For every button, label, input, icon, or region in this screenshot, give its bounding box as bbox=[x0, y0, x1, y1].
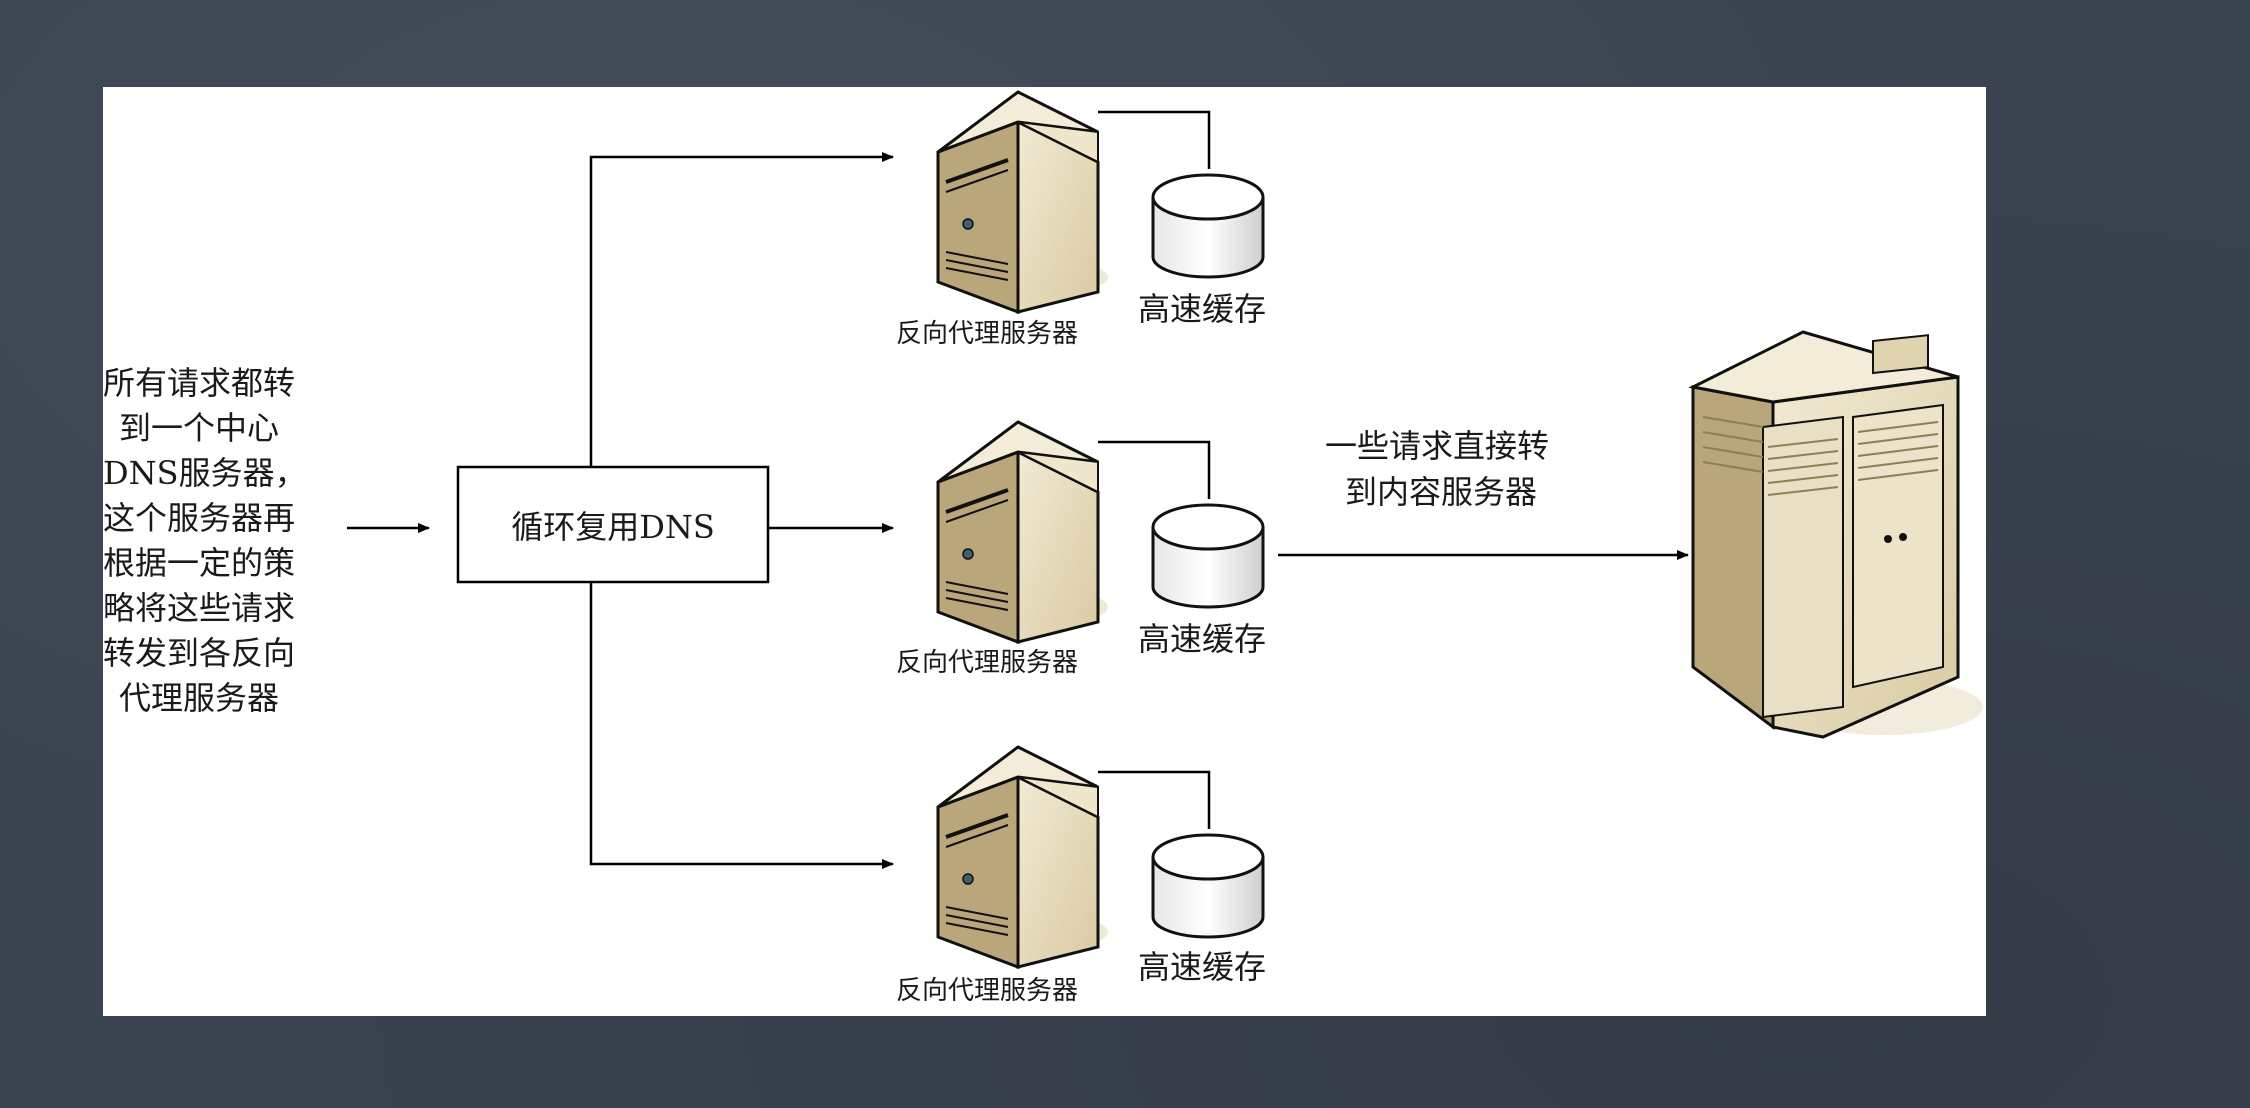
dns-to-proxy-bottom bbox=[589, 582, 894, 869]
left-note: 所有请求都转 到一个中心 DNS服务器， 这个服务器再 根据一定的策 略将这些请… bbox=[103, 364, 307, 717]
dns-box-label: 循环复用DNS bbox=[511, 508, 715, 546]
proxy-label: 反向代理服务器 bbox=[896, 319, 1078, 349]
left-note-line: 所有请求都转 bbox=[103, 364, 295, 402]
left-note-line: DNS服务器， bbox=[103, 454, 307, 492]
cache-icon bbox=[1151, 173, 1265, 279]
architecture-diagram: 所有请求都转 到一个中心 DNS服务器， 这个服务器再 根据一定的策 略将这些请… bbox=[103, 90, 1983, 1006]
diagram-slide: 所有请求都转 到一个中心 DNS服务器， 这个服务器再 根据一定的策 略将这些请… bbox=[103, 87, 1986, 1016]
left-note-line: 略将这些请求 bbox=[103, 589, 295, 627]
proxy-server-middle: 反向代理服务器 高速缓存 bbox=[896, 420, 1266, 678]
cache-icon bbox=[1151, 833, 1265, 939]
proxy-label: 反向代理服务器 bbox=[896, 648, 1078, 678]
dns-connectors bbox=[589, 152, 894, 869]
proxy-server-top: 反向代理服务器 高速缓存 bbox=[896, 90, 1266, 349]
dns-to-proxy-top bbox=[589, 152, 894, 467]
left-note-line: 到一个中心 bbox=[119, 409, 279, 447]
dns-box bbox=[456, 465, 770, 584]
server-icon bbox=[936, 90, 1110, 314]
left-note-line: 转发到各反向 bbox=[103, 634, 295, 672]
cache-label: 高速缓存 bbox=[1138, 620, 1266, 658]
left-note-line: 代理服务器 bbox=[119, 679, 279, 717]
proxy-server-bottom: 反向代理服务器 高速缓存 bbox=[896, 745, 1266, 1006]
right-note-line: 到内容服务器 bbox=[1345, 473, 1537, 511]
left-note-line: 根据一定的策 bbox=[103, 544, 295, 582]
cache-label: 高速缓存 bbox=[1138, 948, 1266, 986]
right-note-line: 一些请求直接转 bbox=[1325, 427, 1549, 465]
content-server bbox=[1688, 330, 1983, 739]
server-cache-link bbox=[1098, 770, 1211, 829]
server-cache-link bbox=[1098, 440, 1211, 499]
left-note-line: 这个服务器再 bbox=[103, 499, 295, 537]
server-icon bbox=[936, 420, 1110, 644]
cache-icon bbox=[1151, 503, 1265, 609]
server-icon bbox=[936, 745, 1110, 969]
proxy-label: 反向代理服务器 bbox=[896, 976, 1078, 1006]
cache-label: 高速缓存 bbox=[1138, 290, 1266, 328]
server-cache-link bbox=[1098, 110, 1211, 169]
right-note: 一些请求直接转 到内容服务器 bbox=[1325, 427, 1549, 511]
